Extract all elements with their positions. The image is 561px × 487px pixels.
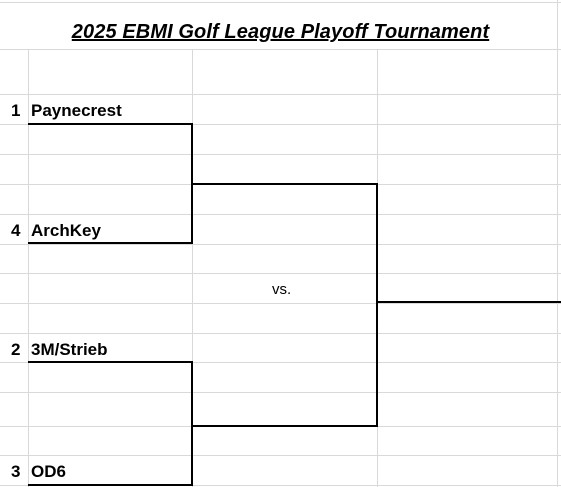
bracket-line-seed-3	[28, 484, 193, 486]
bracket-line-winner-semifinal-1	[191, 183, 378, 185]
tournament-title: 2025 EBMI Golf League Playoff Tournament	[71, 21, 490, 43]
final-vs-label: vs.	[272, 281, 292, 298]
bracket-connector-final	[376, 183, 378, 427]
seed-number: 2	[11, 340, 21, 359]
team-name: ArchKey	[31, 221, 101, 240]
seed-number: 3	[11, 462, 21, 481]
bracket-connector-semifinal-2	[191, 361, 193, 486]
seed-number: 1	[11, 101, 21, 120]
bracket-line-seed-1	[28, 123, 193, 125]
bracket-line-winner-semifinal-2	[191, 425, 378, 427]
bracket-line-champion	[376, 301, 561, 303]
bracket-line-seed-4	[28, 242, 193, 244]
team-name: Paynecrest	[31, 101, 122, 120]
team-name: 3M/Strieb	[31, 340, 108, 359]
team-name: OD6	[31, 462, 66, 481]
bracket-line-seed-2	[28, 361, 193, 363]
seed-number: 4	[11, 221, 21, 240]
